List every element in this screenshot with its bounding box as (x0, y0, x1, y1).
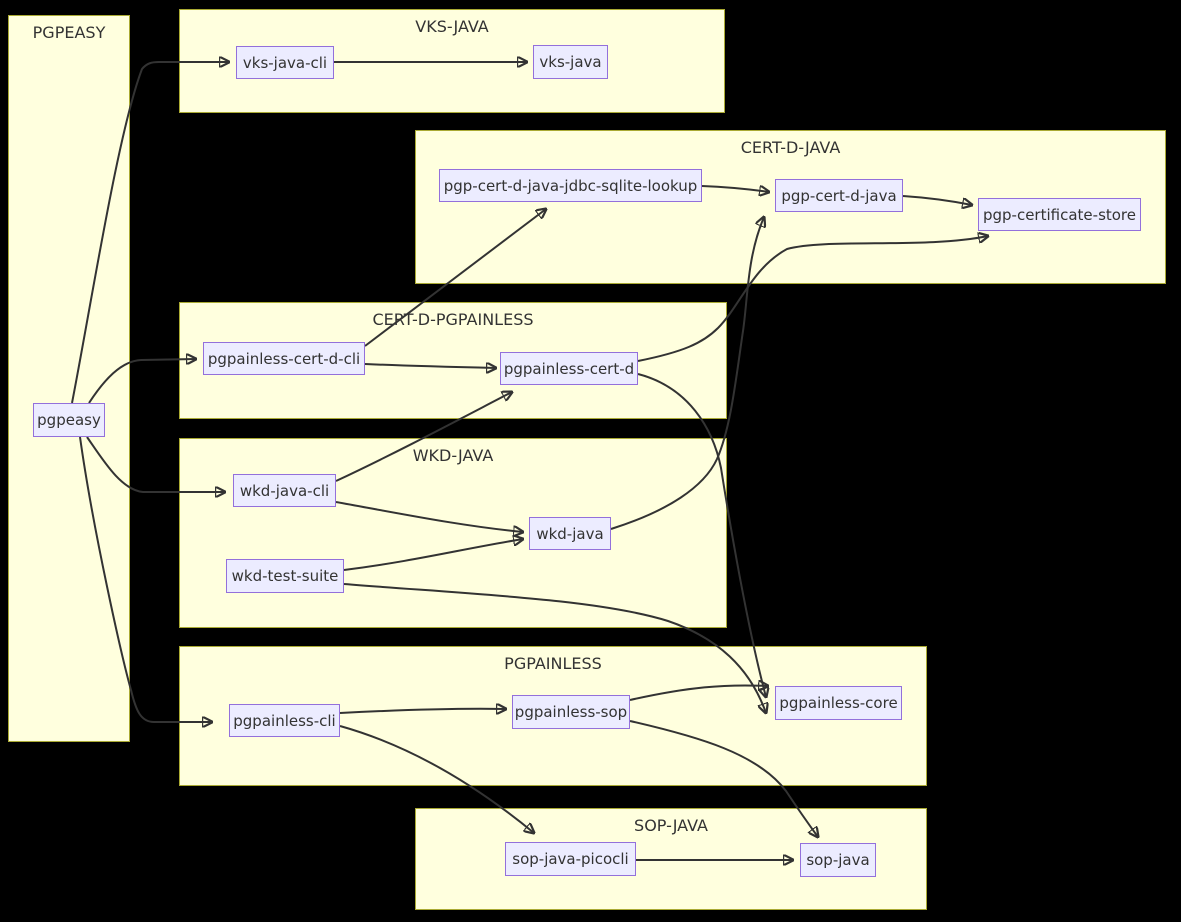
node-pgpainless-cli: pgpainless-cli (229, 704, 340, 737)
subgraph-title-vks-java: VKS-JAVA (415, 17, 489, 36)
subgraph-title-sop-java: SOP-JAVA (634, 816, 708, 835)
subgraph-title-pgpainless: PGPAINLESS (504, 654, 602, 673)
edge-pgpainless-cert-d-cli-to-sqlite-lookup (364, 209, 546, 347)
edge-pgpeasy-to-pgpainless-cli (79, 436, 212, 722)
node-sop-java-picocli: sop-java-picocli (505, 842, 636, 876)
subgraph-title-cert-d-pgpainless: CERT-D-PGPAINLESS (372, 310, 534, 329)
edge-wkd-test-suite-to-wkd-java (343, 539, 523, 571)
subgraph-title-wkd-java: WKD-JAVA (412, 446, 494, 465)
subgraph-wkd-java: WKD-JAVA (179, 438, 727, 628)
node-sop-java: sop-java (800, 843, 876, 877)
edge-wkd-java-to-pgp-cert-d-java (610, 217, 764, 530)
node-vks-java-cli: vks-java-cli (236, 46, 334, 79)
edge-wkd-java-cli-to-pgpainless-cert-d (335, 392, 512, 482)
node-pgpeasy: pgpeasy (33, 403, 105, 437)
node-pgpainless-sop: pgpainless-sop (512, 695, 630, 729)
node-wkd-test-suite: wkd-test-suite (226, 559, 344, 593)
node-pgpainless-cert-d-cli: pgpainless-cert-d-cli (203, 342, 365, 375)
edge-pgp-cert-d-java-to-pgp-certificate-store (902, 195, 972, 205)
edge-pgpainless-cert-d-to-pgp-certificate-store (637, 236, 988, 362)
node-vks-java: vks-java (533, 45, 608, 79)
edge-wkd-java-cli-to-wkd-java (335, 501, 523, 532)
node-pgp-certificate-store: pgp-certificate-store (978, 198, 1141, 231)
subgraph-pgpeasy: PGPEASY (8, 15, 130, 742)
edge-pgpainless-sop-to-sop-java (629, 720, 818, 837)
subgraph-title-pgpeasy: PGPEASY (32, 23, 106, 42)
edge-wkd-test-suite-to-pgpainless-core (343, 583, 766, 713)
edge-pgpainless-cert-d-to-pgpainless-core (637, 373, 766, 697)
edge-pgpainless-cli-to-sop-java-picocli (339, 725, 534, 833)
node-pgp-cert-d-java-jdbc-sqlite-lookup: pgp-cert-d-java-jdbc-sqlite-lookup (439, 169, 702, 202)
edge-pgpainless-cert-d-cli-to-pgpainless-cert-d (364, 364, 496, 368)
edge-pgpainless-cli-to-pgpainless-sop (339, 709, 506, 713)
edge-pgpainless-sop-to-pgpainless-core (629, 685, 768, 701)
node-wkd-java-cli: wkd-java-cli (233, 474, 336, 507)
node-wkd-java: wkd-java (529, 517, 611, 550)
edge-pgpeasy-to-pgpainless-cert-d-cli (88, 359, 196, 404)
edge-pgpeasy-to-wkd-java-cli (86, 436, 225, 492)
subgraph-title-cert-d-java: CERT-D-JAVA (740, 138, 841, 157)
edge-sqlite-lookup-to-pgp-cert-d-java (701, 185, 769, 192)
node-pgpainless-cert-d: pgpainless-cert-d (500, 352, 638, 385)
edge-pgpeasy-to-vks-java-cli (71, 62, 229, 404)
node-pgpainless-core: pgpainless-core (775, 686, 902, 720)
node-pgp-cert-d-java: pgp-cert-d-java (775, 179, 903, 212)
